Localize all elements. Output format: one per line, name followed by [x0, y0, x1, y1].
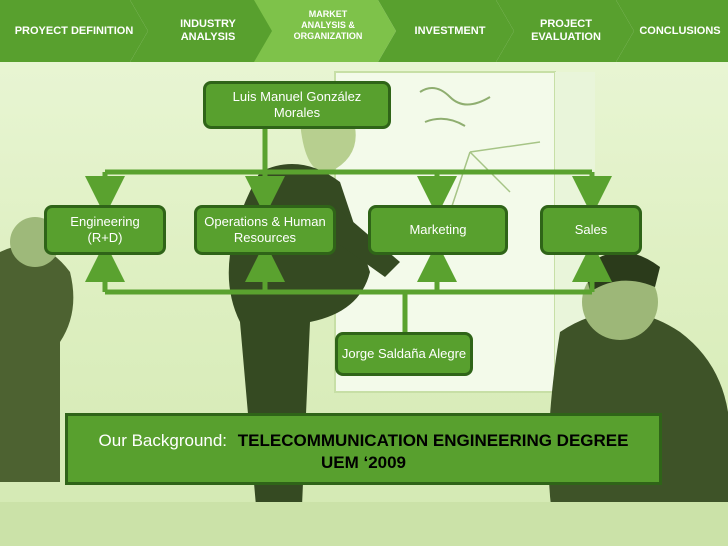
org-node-operations-hr: Operations & Human Resources	[194, 205, 336, 255]
org-node-engineering: Engineering (R+D)	[44, 205, 166, 255]
nav-label: MARKET ANALYSIS & ORGANIZATION	[293, 8, 363, 41]
org-node-label: Marketing	[409, 222, 467, 237]
chevron-shape	[616, 0, 728, 62]
chevron-shape	[0, 0, 148, 62]
nav-label: INDUSTRY ANALYSIS	[180, 18, 236, 43]
nav-label: CONCLUSIONS	[639, 24, 721, 37]
org-node-general-manager: Luis Manuel González Morales	[203, 81, 391, 129]
org-node-label: Jorge Saldaña Alegre	[341, 346, 467, 361]
nav-item-industry-analysis[interactable]: INDUSTRY ANALYSIS	[130, 0, 278, 62]
nav-item-conclusions[interactable]: CONCLUSIONS	[616, 0, 728, 62]
nav-label: PROYECT DEFINITION	[14, 24, 134, 37]
chevron-shape	[496, 0, 634, 62]
org-node-label: Operations & Human Resources	[204, 214, 326, 245]
org-node-jorge: Jorge Saldaña Alegre	[335, 332, 473, 376]
background-banner: Our Background: TELECOMMUNICATION ENGINE…	[65, 413, 662, 485]
nav-item-proyect-definition[interactable]: PROYECT DEFINITION	[0, 0, 148, 62]
chevron-shape	[130, 0, 278, 62]
org-node-sales: Sales	[540, 205, 642, 255]
section-nav: PROYECT DEFINITION INDUSTRY ANALYSIS MAR…	[0, 0, 728, 62]
org-node-label: Luis Manuel González Morales	[232, 89, 362, 120]
chevron-shape	[254, 0, 396, 62]
nav-item-market-analysis[interactable]: MARKET ANALYSIS & ORGANIZATION	[254, 0, 396, 62]
background-school: UEM ‘2009	[320, 453, 407, 472]
nav-item-investment[interactable]: INVESTMENT	[378, 0, 514, 62]
chevron-shape	[378, 0, 514, 62]
nav-label: PROJECT EVALUATION	[531, 18, 601, 43]
background-degree: TELECOMMUNICATION ENGINEERING DEGREE	[237, 431, 629, 450]
org-node-label: Engineering (R+D)	[70, 214, 140, 245]
org-node-label: Sales	[574, 222, 608, 237]
background-lead: Our Background:	[98, 431, 228, 450]
nav-item-project-evaluation[interactable]: PROJECT EVALUATION	[496, 0, 634, 62]
nav-label: INVESTMENT	[414, 24, 486, 37]
org-node-marketing: Marketing	[368, 205, 508, 255]
